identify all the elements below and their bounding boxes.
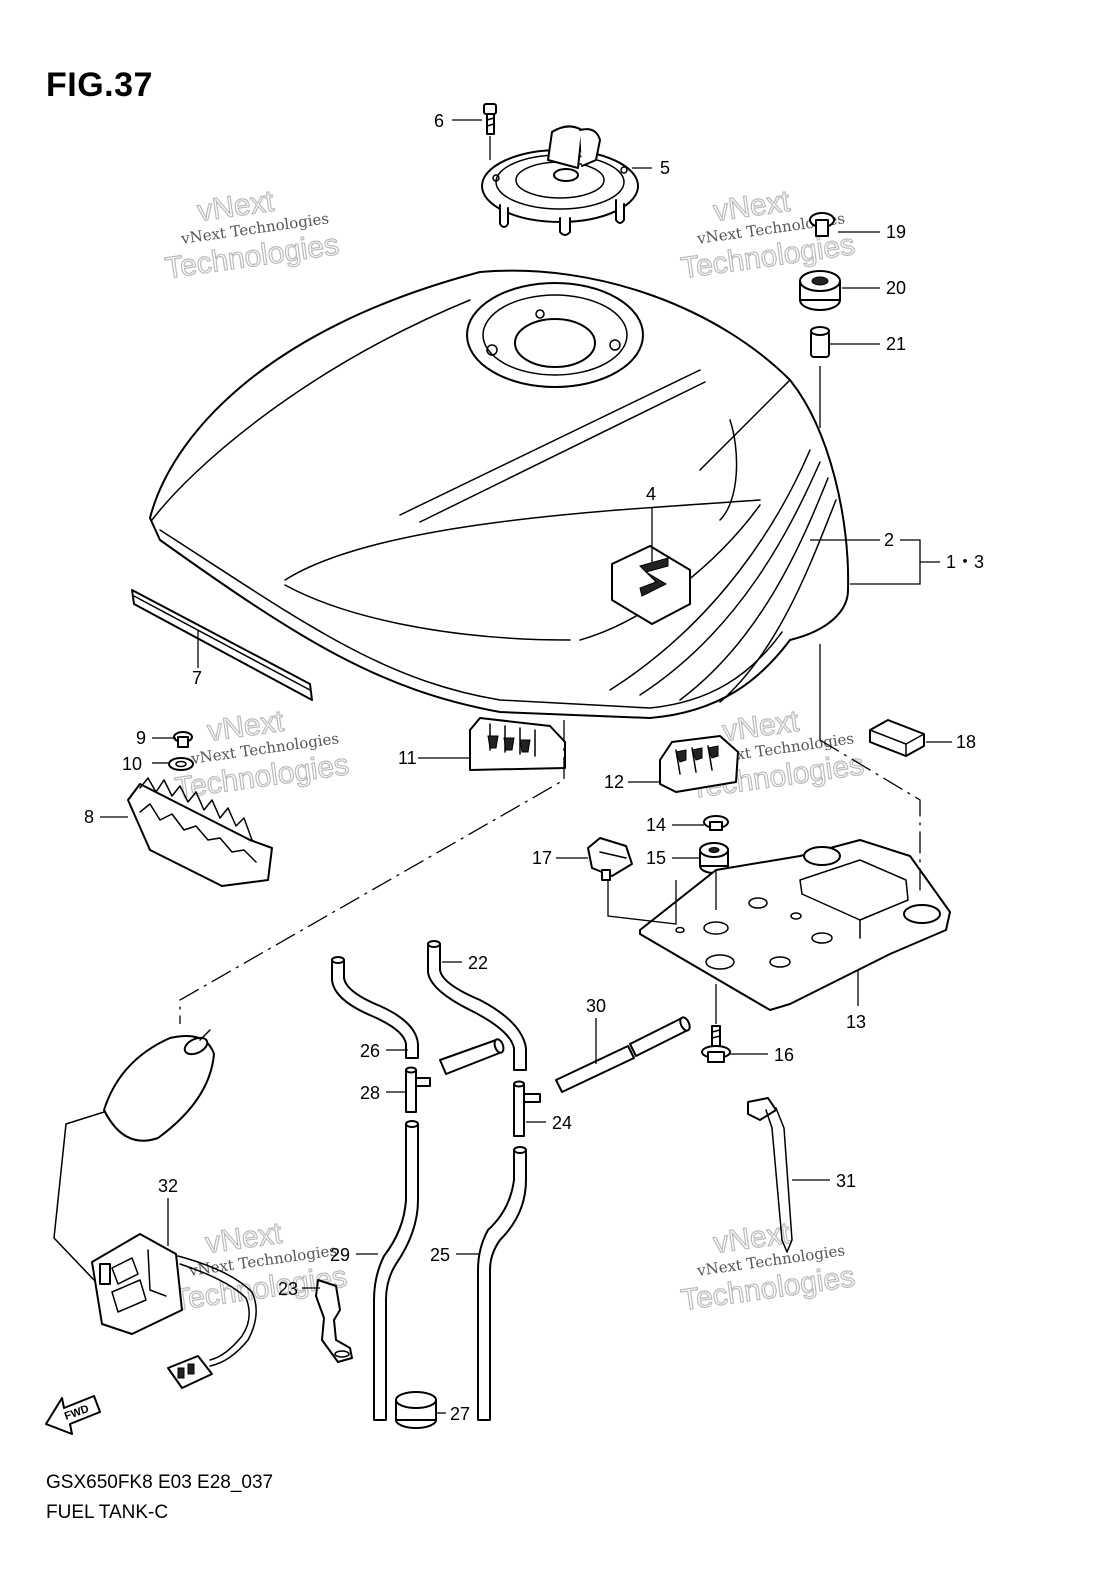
part-4-emblem bbox=[611, 545, 691, 625]
callout-1-3: 1・3 bbox=[946, 552, 984, 572]
watermark: vNext vNext Technologies Technologies bbox=[678, 1216, 857, 1318]
figure-title: FIG.37 bbox=[46, 66, 153, 104]
callout-15: 15 bbox=[646, 848, 666, 868]
assembly-lines bbox=[179, 136, 921, 1024]
callout-22: 22 bbox=[468, 953, 488, 973]
fwd-arrow-icon: FWD bbox=[45, 1395, 101, 1435]
watermark: vNext vNext Technologies Technologies bbox=[172, 704, 351, 806]
part-11-cushion-block bbox=[469, 717, 566, 771]
diagram-code: GSX650FK8 E03 E28_037 bbox=[46, 1472, 274, 1493]
callout-23: 23 bbox=[278, 1279, 298, 1299]
part-7-cushion-strip bbox=[131, 589, 313, 701]
callout-11: 11 bbox=[398, 748, 417, 768]
part-18-pad bbox=[869, 719, 925, 757]
part-21-collar bbox=[810, 326, 830, 358]
part-23-bracket bbox=[315, 1279, 353, 1363]
callout-9: 9 bbox=[136, 728, 146, 748]
part-28-t-joint bbox=[405, 1066, 431, 1113]
callout-28: 28 bbox=[360, 1083, 380, 1103]
callout-24: 24 bbox=[552, 1113, 572, 1133]
part-8-rubber-mount bbox=[127, 777, 273, 887]
callout-19: 19 bbox=[886, 222, 906, 242]
part-12-cushion-block bbox=[659, 735, 739, 793]
callout-12: 12 bbox=[604, 772, 624, 792]
diagram-name: FUEL TANK-C bbox=[46, 1502, 169, 1523]
part-30-hose bbox=[555, 1016, 691, 1093]
callout-21: 21 bbox=[886, 334, 906, 354]
callout-29: 29 bbox=[330, 1245, 350, 1265]
leader-lines bbox=[100, 119, 952, 1414]
part-14-collar bbox=[703, 815, 729, 831]
part-22-hose bbox=[427, 940, 527, 1071]
callout-20: 20 bbox=[886, 278, 906, 298]
callout-27: 27 bbox=[450, 1404, 470, 1424]
callout-25: 25 bbox=[430, 1245, 450, 1265]
part-6-bolt bbox=[483, 103, 497, 135]
callout-4: 4 bbox=[646, 484, 656, 504]
callout-6: 6 bbox=[434, 111, 444, 131]
callout-10: 10 bbox=[122, 754, 142, 774]
callout-18: 18 bbox=[956, 732, 976, 752]
part-24-t-joint bbox=[513, 1080, 541, 1137]
part-13-bracket bbox=[639, 839, 951, 1011]
part-27-collar bbox=[395, 1391, 437, 1429]
callout-7: 7 bbox=[192, 668, 202, 688]
part-15-cushion bbox=[699, 842, 729, 874]
part-16-bolt bbox=[701, 1025, 731, 1063]
part-29-hose bbox=[373, 1120, 419, 1421]
callout-31: 31 bbox=[836, 1171, 856, 1191]
part-19-bolt bbox=[809, 212, 835, 237]
callout-30: 30 bbox=[586, 996, 606, 1016]
callout-32: 32 bbox=[158, 1176, 178, 1196]
callout-8: 8 bbox=[84, 807, 94, 827]
part-10-washer bbox=[168, 757, 194, 771]
part-17-cushion bbox=[587, 837, 633, 881]
callout-17: 17 bbox=[532, 848, 552, 868]
small-hose-piece bbox=[439, 1038, 505, 1075]
part-20-cushion bbox=[799, 270, 841, 311]
callout-26: 26 bbox=[360, 1041, 380, 1061]
callout-13: 13 bbox=[846, 1012, 866, 1032]
callout-5: 5 bbox=[660, 158, 670, 178]
part-26-hose bbox=[331, 956, 419, 1059]
part-32-fuel-pump bbox=[53, 1029, 257, 1389]
part-31-sensor-harness bbox=[747, 1097, 793, 1253]
callout-14: 14 bbox=[646, 815, 666, 835]
part-9-screw bbox=[173, 731, 193, 748]
callout-16: 16 bbox=[774, 1045, 794, 1065]
watermark: vNext vNext Technologies Technologies bbox=[162, 184, 341, 286]
part-5-fuel-cap bbox=[481, 125, 639, 236]
part-2-fuel-tank bbox=[149, 269, 850, 719]
watermark: vNext vNext Technologies Technologies bbox=[678, 184, 857, 286]
part-25-hose bbox=[477, 1146, 527, 1421]
callout-numbers: 6 5 19 20 21 4 2 1・3 7 9 10 8 11 12 18 1… bbox=[84, 111, 984, 1424]
callout-2: 2 bbox=[884, 530, 894, 550]
